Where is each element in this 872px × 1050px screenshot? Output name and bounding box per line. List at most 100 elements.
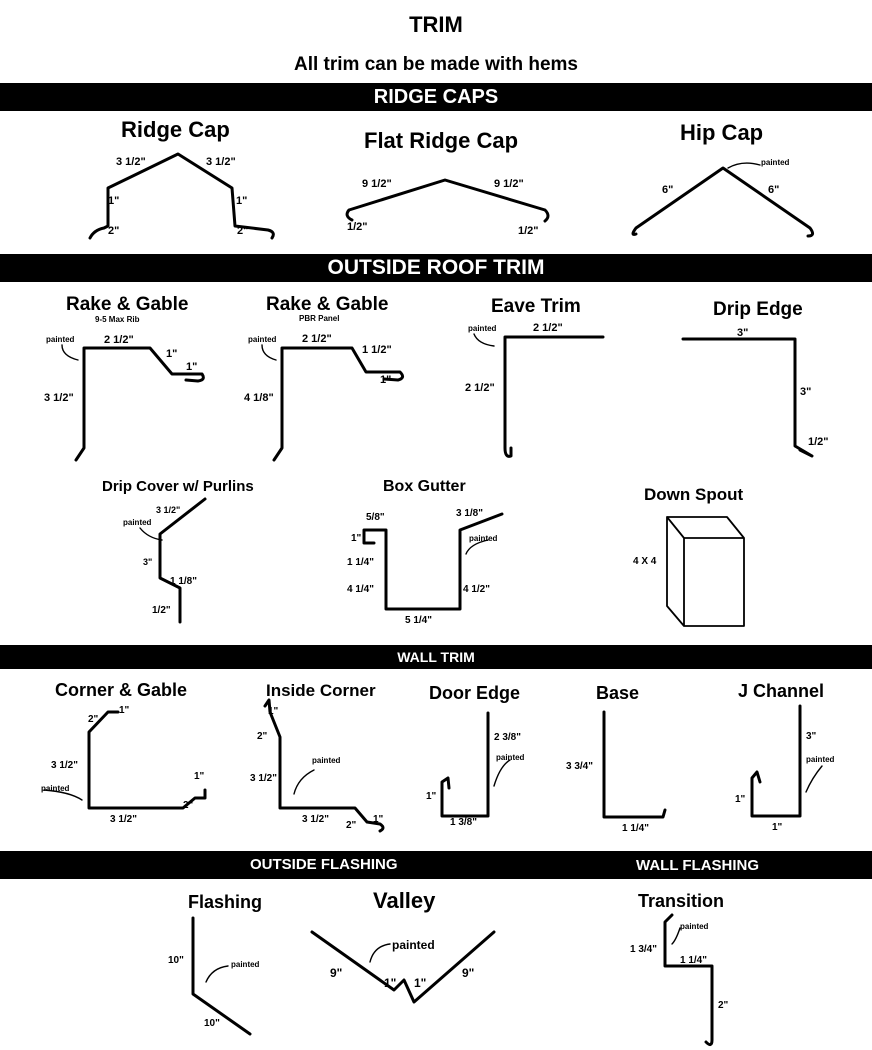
ridge-cap-profile	[88, 152, 275, 240]
box-gutter-dim-top-flange: 3 1/8"	[456, 508, 483, 519]
down-spout-title: Down Spout	[644, 485, 744, 504]
inside-corner-dim-hem-top: 1"	[268, 706, 279, 717]
flashing-title: Flashing	[188, 892, 263, 912]
corner-gable-dim-side: 3 1/2"	[51, 760, 78, 771]
section-bar-wall-trim: WALL TRIM	[0, 645, 872, 669]
drip-cover-dim-step: 1 1/8"	[170, 576, 197, 587]
inside-corner-painted-arrow	[293, 769, 315, 795]
drip-cover-dim-top: 3 1/2"	[156, 505, 181, 515]
corner-gable-dim-bottom: 3 1/2"	[110, 814, 137, 825]
inside-corner-dim-bottom: 3 1/2"	[302, 814, 329, 825]
rake-gable-2-dim-top: 2 1/2"	[302, 333, 332, 345]
base-dim-bottom: 1 1/4"	[622, 823, 649, 834]
j-channel-dim-side: 3"	[806, 731, 817, 742]
hip-cap-title: Hip Cap	[680, 120, 764, 145]
hip-cap-dim-left: 6"	[662, 184, 674, 196]
rake-gable-1-subtitle: 9-5 Max Rib	[95, 315, 140, 324]
transition-dim-step: 1 1/4"	[680, 955, 707, 966]
rake-gable-2-profile	[272, 346, 405, 462]
section-title-outside-roof-trim: OUTSIDE ROOF TRIM	[327, 256, 545, 279]
box-gutter-dim-bottom: 5 1/4"	[405, 615, 432, 626]
down-spout-box	[666, 516, 745, 627]
door-edge-dim-hem: 1"	[426, 791, 437, 802]
corner-gable-title: Corner & Gable	[55, 680, 188, 700]
rake-gable-1-dim-slope: 1"	[166, 348, 178, 360]
inside-corner-dim-step: 2"	[346, 820, 357, 831]
flat-ridge-cap-title: Flat Ridge Cap	[364, 128, 519, 153]
drip-edge-dim-top: 3"	[737, 327, 749, 339]
rake-gable-1-painted-arrow	[61, 344, 79, 361]
page-title: TRIM	[409, 12, 463, 37]
door-edge-dim-bottom: 1 3/8"	[450, 817, 477, 828]
drip-cover-painted-arrow	[139, 527, 163, 541]
drip-cover-dim-bottom: 1/2"	[152, 605, 171, 616]
inside-corner-title: Inside Corner	[266, 681, 376, 700]
page-subtitle: All trim can be made with hems	[293, 54, 579, 75]
flat-ridge-cap-dim-left: 9 1/2"	[362, 178, 392, 190]
rake-gable-2-painted-arrow	[261, 344, 277, 361]
inside-corner-painted-note: painted	[312, 756, 341, 765]
j-channel-title: J Channel	[738, 681, 825, 701]
box-gutter-dim-hem: 1"	[351, 533, 362, 544]
eave-trim-profile	[503, 335, 605, 458]
j-channel-dim-hem: 1"	[735, 794, 746, 805]
valley-painted-arrow	[369, 943, 391, 963]
box-gutter-dim-left-side: 4 1/4"	[347, 584, 374, 595]
door-edge-painted-note: painted	[496, 753, 525, 762]
hip-cap-dim-right: 6"	[768, 184, 780, 196]
eave-trim-dim-top: 2 1/2"	[533, 322, 563, 334]
rake-gable-1-painted-note: painted	[46, 335, 75, 344]
inside-corner-dim-angle: 2"	[257, 731, 268, 742]
section-title-wall-flashing: WALL FLASHING	[636, 857, 760, 874]
rake-gable-2-dim-flange: 1"	[380, 374, 392, 386]
corner-gable-dim-step: 2"	[183, 800, 194, 811]
flat-ridge-cap-profile	[345, 178, 550, 223]
transition-painted-note: painted	[680, 922, 709, 931]
flat-ridge-cap-dim-right: 9 1/2"	[494, 178, 524, 190]
rake-gable-2-dim-side: 4 1/8"	[244, 392, 274, 404]
valley-title: Valley	[373, 888, 436, 913]
section-bar-outside-roof-trim: OUTSIDE ROOF TRIM	[0, 254, 872, 282]
flat-ridge-cap-dim-left-hem: 1/2"	[347, 221, 368, 233]
hip-cap-painted-note: painted	[761, 158, 790, 167]
corner-gable-painted-arrow	[43, 789, 83, 801]
transition-dim-lower: 2"	[718, 1000, 729, 1011]
door-edge-title: Door Edge	[429, 683, 521, 703]
down-spout-dim: 4 X 4	[633, 556, 657, 567]
rake-gable-1-dim-top: 2 1/2"	[104, 334, 134, 346]
ridge-cap-dim-right-hem: 2"	[237, 225, 249, 237]
hip-cap-profile	[631, 166, 815, 238]
box-gutter-title: Box Gutter	[383, 478, 466, 495]
drip-edge-profile	[681, 337, 814, 458]
section-title-wall-trim: WALL TRIM	[397, 649, 475, 665]
transition-dim-upper: 1 3/4"	[630, 944, 657, 955]
box-gutter-profile	[362, 512, 504, 611]
box-gutter-painted-note: painted	[469, 534, 498, 543]
flashing-profile	[191, 916, 252, 1036]
door-edge-dim-side: 2 3/8"	[494, 732, 521, 743]
corner-gable-dim-hem-end: 1"	[194, 771, 205, 782]
section-title-ridge-caps: RIDGE CAPS	[373, 86, 499, 108]
flashing-painted-arrow	[205, 965, 229, 983]
drip-cover-painted-note: painted	[123, 518, 152, 527]
ridge-cap-title: Ridge Cap	[121, 117, 230, 142]
corner-gable-painted-note: painted	[41, 784, 70, 793]
drip-cover-dim-side: 3"	[143, 557, 153, 567]
rake-gable-2-title: Rake & Gable	[266, 294, 389, 315]
base-title: Base	[596, 683, 640, 703]
rake-gable-2-dim-slope: 1 1/2"	[362, 344, 392, 356]
section-bar-flashing: OUTSIDE FLASHING WALL FLASHING	[0, 851, 872, 879]
flashing-dim-side: 10"	[168, 955, 184, 966]
drip-edge-dim-side: 3"	[800, 386, 812, 398]
rake-gable-2-subtitle: PBR Panel	[299, 314, 340, 323]
hip-cap-painted-arrow	[727, 162, 761, 169]
eave-trim-painted-arrow	[473, 333, 495, 347]
ridge-cap-dim-right-side: 1"	[236, 195, 248, 207]
eave-trim-dim-side: 2 1/2"	[465, 382, 495, 394]
valley-dim-center-left: 1"	[384, 976, 397, 990]
valley-dim-right: 9"	[462, 966, 475, 980]
base-profile	[602, 710, 667, 819]
j-channel-painted-note: painted	[806, 755, 835, 764]
valley-painted-note: painted	[392, 938, 435, 952]
